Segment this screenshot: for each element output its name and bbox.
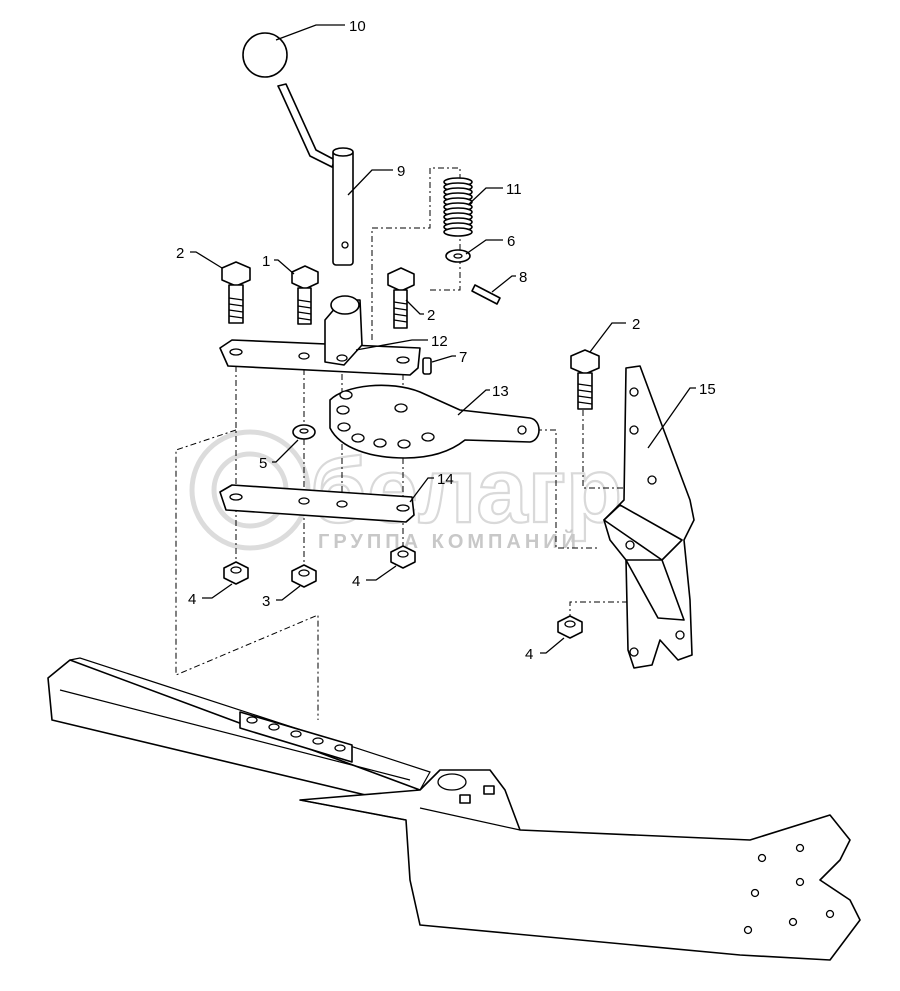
callout-2-middle: 2	[427, 307, 435, 324]
sector-hole	[421, 432, 435, 442]
callout-11: 11	[506, 181, 522, 198]
callout-4-left: 4	[188, 591, 196, 608]
callout-12: 12	[431, 333, 448, 350]
part-9-shaft	[332, 147, 354, 266]
sector-hole	[394, 403, 408, 413]
rail-hole	[334, 744, 346, 752]
bolt-1	[291, 265, 319, 325]
callout-10: 10	[349, 18, 366, 35]
rail-hole	[312, 737, 324, 745]
nut-4-middle	[390, 545, 416, 569]
sector-hole	[339, 390, 353, 400]
callout-4-right: 4	[525, 646, 533, 663]
spring-coil	[443, 227, 473, 237]
bolt-2-middle	[387, 267, 415, 329]
callout-15: 15	[699, 381, 716, 398]
part-8-pin	[471, 284, 501, 305]
rail-hole	[290, 730, 302, 738]
part-13-sector-plate	[329, 384, 540, 459]
callout-4-middle: 4	[352, 573, 360, 590]
part-12-upper-plate	[219, 295, 421, 376]
rail-hole	[268, 723, 280, 731]
sector-hole	[373, 438, 387, 448]
callout-labels: 10 9 11 6 8 2 1 2 12 7 13 5 14 2 15 4 3 …	[176, 18, 716, 663]
callout-1: 1	[262, 253, 270, 270]
part-7-pin	[422, 357, 432, 375]
part-14-lower-plate	[219, 484, 415, 523]
callout-13: 13	[492, 383, 509, 400]
callout-3: 3	[262, 593, 270, 610]
leader-lines	[190, 24, 696, 654]
part-15-bracket	[603, 365, 695, 669]
nut-4-right	[557, 615, 583, 639]
callout-9: 9	[397, 163, 405, 180]
callout-7: 7	[459, 349, 467, 366]
sector-hole	[337, 422, 351, 432]
callout-2-left: 2	[176, 245, 184, 262]
bolt-2-left	[221, 261, 251, 324]
part-11-spring	[443, 177, 473, 237]
callout-8: 8	[519, 269, 527, 286]
rail-hole	[246, 716, 258, 724]
nut-4-left	[223, 561, 249, 585]
sector-hole	[397, 439, 411, 449]
sector-hole	[351, 433, 365, 443]
nut-3	[291, 564, 317, 588]
callout-2-right: 2	[632, 316, 640, 333]
frame-rail	[47, 657, 861, 961]
part-5-spacer	[292, 424, 316, 440]
callout-14: 14	[437, 471, 454, 488]
bolt-2-right	[570, 349, 600, 410]
watermark-tagline: ГРУППА КОМПАНИЙ	[318, 529, 580, 553]
callout-6: 6	[507, 233, 515, 250]
part-10-lever-knob	[242, 32, 336, 168]
sector-hole	[336, 405, 350, 415]
part-6-washer	[445, 249, 471, 263]
callout-5: 5	[259, 455, 267, 472]
